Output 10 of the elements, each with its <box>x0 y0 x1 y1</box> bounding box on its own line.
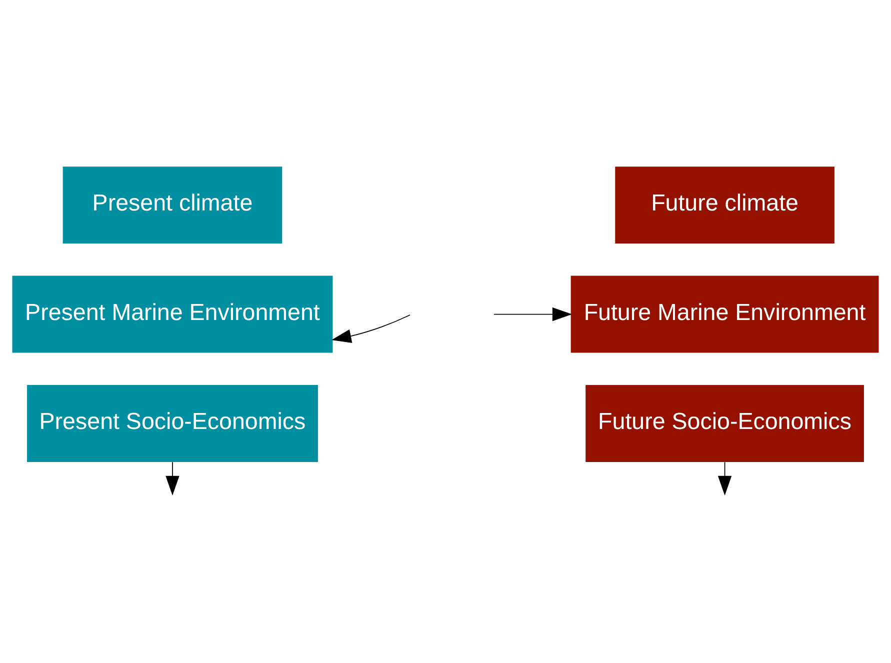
node-box: Present Socio-Economics <box>27 384 318 462</box>
arrow <box>166 461 180 496</box>
arrow <box>718 461 732 496</box>
node-box: Present Marine Environment <box>12 275 333 352</box>
node-box: Future Marine Environment <box>570 275 879 352</box>
node-box: Future climate <box>615 166 834 244</box>
node-box: Present climate <box>62 166 282 244</box>
node-box: Future Socio-Economics <box>586 384 864 462</box>
arrow <box>332 314 410 342</box>
arrow <box>493 306 572 321</box>
